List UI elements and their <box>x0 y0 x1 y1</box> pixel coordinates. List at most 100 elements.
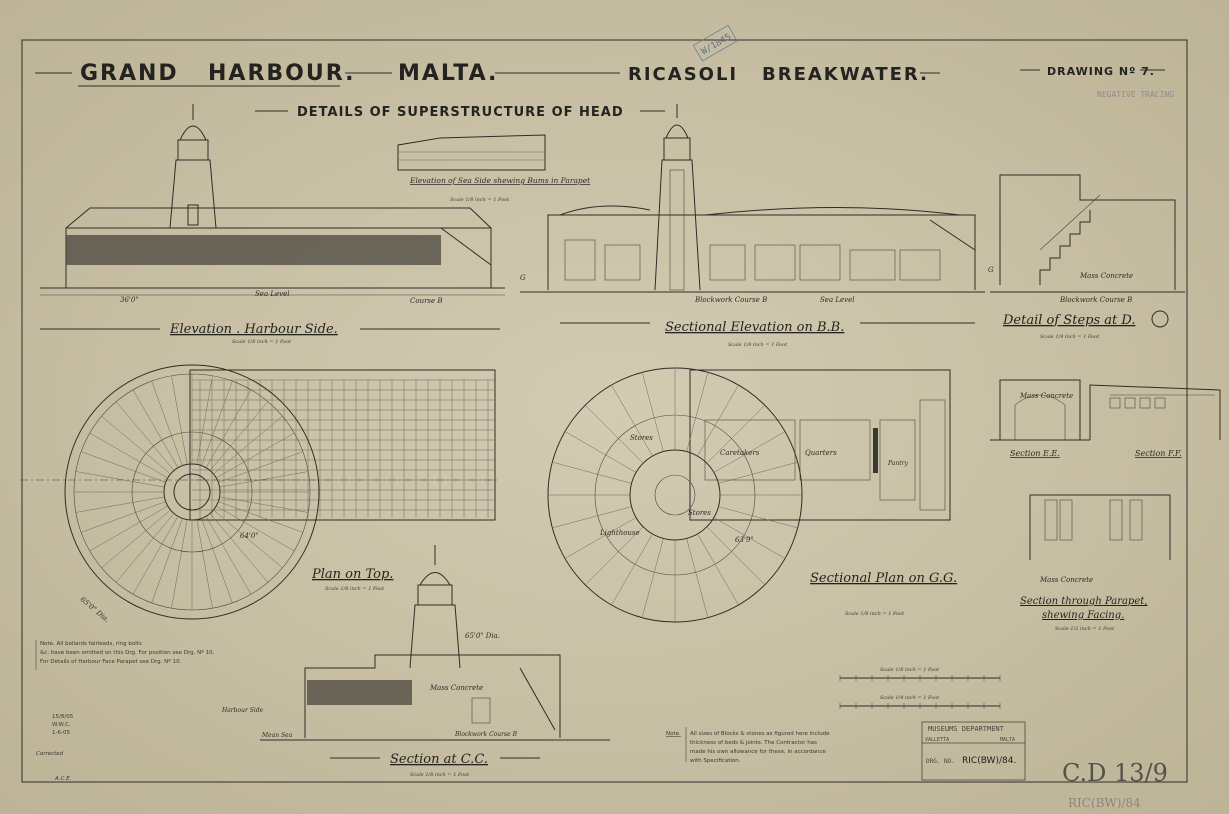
harbour-side-label: Harbour Side <box>221 707 264 714</box>
left-note: Note. All bollards fairleads, ring bolts… <box>35 640 215 670</box>
scale-caption: Scale 1/2 inch = 1 Foot <box>1055 626 1115 632</box>
radial-line <box>209 401 269 471</box>
radial-line <box>209 513 269 583</box>
section-marker-g: G <box>988 266 994 274</box>
radial-line <box>216 505 295 552</box>
sea-level-label: Sea Level <box>255 290 289 298</box>
radial-line <box>201 518 233 603</box>
section-through-parapet: Mass Concrete Section through Parapet, s… <box>1020 494 1171 632</box>
course-label: Course B <box>410 297 443 305</box>
scale-bar-label: Scale 1/8 inch = 1 Foot <box>880 667 940 673</box>
radial-line <box>564 517 637 559</box>
drawing-number: DRAWING Nº 7. <box>1047 65 1155 78</box>
radial-line <box>641 538 664 618</box>
title-grand: GRAND <box>80 61 179 86</box>
mass-concrete-label: Mass Concrete <box>1019 392 1073 400</box>
view-title-parapet-line1: Section through Parapet, <box>1020 596 1147 607</box>
scale-caption: Scale 1/4 inch = 1 Foot <box>1040 334 1100 340</box>
room-label: Stores <box>688 509 711 517</box>
stamp-drg-label: DRG. NO. <box>926 758 955 765</box>
scale-caption: Scale 1/8 inch = 1 Foot <box>232 339 292 345</box>
museum-stamp: MUSEUMS DEPARTMENT VALLETTA MALTA DRG. N… <box>921 721 1026 781</box>
title-block: GRAND HARBOUR. MALTA. RICASOLI BREAKWATE… <box>35 24 1174 120</box>
radial-line <box>101 509 171 569</box>
date-mark: 15/8/05 W.W.C. 1-6-05 Corrected A.C.E. <box>36 714 74 782</box>
radial-line <box>585 526 644 585</box>
lighthouse-section <box>654 104 701 291</box>
radial-line <box>205 516 252 595</box>
radial-line <box>611 533 653 606</box>
initials-text: A.C.E. <box>54 776 72 782</box>
radial-line <box>219 496 309 513</box>
stamp-dept: MUSEUMS DEPARTMENT <box>928 725 1005 733</box>
radial-line <box>706 526 765 585</box>
radial-line <box>713 431 786 473</box>
radial-line <box>686 372 709 452</box>
note-line: For Details of Harbour Face Parapet see … <box>40 658 182 665</box>
radial-line <box>216 432 295 479</box>
initials-text: W.W.C. <box>52 722 71 728</box>
title-malta: MALTA. <box>398 61 498 86</box>
note-line: &c. have been omitted on this Drg. For p… <box>40 649 215 656</box>
note-line: with Specification. <box>690 758 741 764</box>
radial-line <box>641 372 664 452</box>
note-line: thickness of beds & joints. The Contract… <box>690 740 817 746</box>
radial-line <box>151 381 183 466</box>
section-ff: Section F.F. <box>1089 384 1221 458</box>
elevation-harbour-side: Sea Level Course B 36'0" Elevation . Har… <box>40 104 505 345</box>
blockwork-label: Blockwork Course B <box>454 731 518 738</box>
room-label: Caretakers <box>720 449 760 457</box>
note-line: Note. All bollards fairleads, ring bolts <box>40 641 142 647</box>
scale-bar-label: Scale 1/4 inch = 1 Foot <box>880 695 940 701</box>
scale-caption: Scale 1/8 inch = 1 Foot <box>325 586 385 592</box>
radial-line <box>151 518 183 603</box>
radial-line <box>718 506 798 529</box>
pencil-reference: C.D 13/9 <box>1062 759 1168 787</box>
subtitle: DETAILS OF SUPERSTRUCTURE OF HEAD <box>297 105 624 120</box>
radial-line <box>218 501 303 533</box>
title-harbour: HARBOUR. <box>208 61 355 86</box>
dimension-label: 36'0" <box>120 296 139 304</box>
radial-line <box>213 509 283 569</box>
lighthouse-elevation <box>169 104 217 229</box>
pencil-reference-2: RIC(BW)/84 <box>1068 796 1141 810</box>
radial-line <box>213 415 283 475</box>
scale-caption: Scale 1/8 inch = 1 Foot <box>450 197 510 203</box>
note-line: All sizes of Blocks & stones as figured … <box>690 731 830 737</box>
radial-line <box>697 384 739 457</box>
radial-line <box>686 538 709 618</box>
radial-line <box>718 461 798 484</box>
dimension-label: 63'9" <box>735 536 754 544</box>
room-label: Stores <box>630 434 653 442</box>
negative-tracing-stamp: NEGATIVE TRACING <box>1097 90 1174 99</box>
radial-line <box>89 505 168 552</box>
mass-concrete-label: Mass Concrete <box>1079 272 1133 280</box>
scale-caption: Scale 1/8 inch = 1 Foot <box>410 772 470 778</box>
room-label: Pantry <box>887 460 908 467</box>
radial-line <box>75 496 165 513</box>
radial-line <box>89 432 168 479</box>
plan-on-top: 65'0" Dia. 64'0" Plan on Top. Scale 1/8 … <box>20 364 500 624</box>
view-title-section-ff: Section F.F. <box>1135 449 1182 458</box>
stamp-country: MALTA <box>1000 737 1015 743</box>
border-frame <box>21 39 1188 783</box>
blockwork-label: Blockwork Course B <box>1059 296 1132 304</box>
radial-line <box>706 405 765 464</box>
radial-line <box>132 389 179 468</box>
radial-line <box>564 431 637 473</box>
radial-line <box>81 501 166 533</box>
radial-line <box>201 381 233 466</box>
radial-line <box>218 451 303 483</box>
sectional-plan-gg: Stores Caretakers Quarters Pantry Lighth… <box>547 367 957 623</box>
radial-line <box>132 516 179 595</box>
view-title-section-ee: Section E.E. <box>1010 449 1060 458</box>
sectional-elevation-bb: G Blockwork Course B Sea Level Sectional… <box>520 104 985 348</box>
section-marker-g: G <box>520 274 526 282</box>
room-label: Lighthouse <box>599 529 640 537</box>
radial-line <box>585 405 644 464</box>
radial-line <box>552 506 632 529</box>
stamp-drg-value: RIC(BW)/84. <box>962 756 1016 766</box>
radial-line <box>171 519 188 609</box>
title-ricasoli: RICASOLI <box>628 64 738 85</box>
